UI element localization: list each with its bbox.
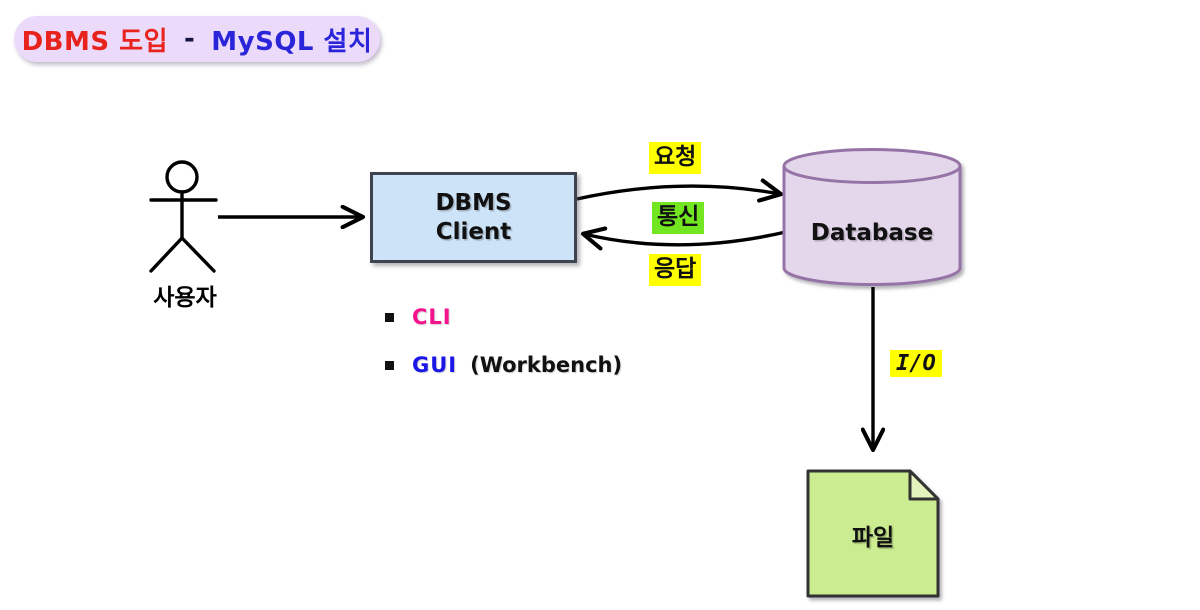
communication-label: 통신 xyxy=(652,202,705,234)
response-label: 응답 xyxy=(649,254,702,286)
list-item: GUI (Workbench) xyxy=(385,351,622,379)
list-item: CLI xyxy=(385,303,622,331)
request-arrow xyxy=(576,178,784,203)
database-cylinder-top xyxy=(782,148,962,184)
square-bullet-icon xyxy=(385,360,394,370)
actor-label: 사용자 xyxy=(153,285,217,311)
database-label: Database xyxy=(810,220,934,246)
stick-figure-head xyxy=(165,160,199,194)
slide-title: DBMS 도입 - MySQL 설치 xyxy=(14,16,380,62)
file-shape xyxy=(806,469,940,598)
title-part1: DBMS 도입 xyxy=(21,26,168,57)
user-stick-figure-icon xyxy=(149,160,218,273)
response-arrow xyxy=(580,226,791,251)
client-types-list: CLI GUI (Workbench) xyxy=(385,303,622,379)
database-cylinder xyxy=(782,148,962,286)
title-separator: - xyxy=(183,24,196,54)
gui-suffix: (Workbench) xyxy=(470,353,623,377)
stick-figure-right-leg xyxy=(180,236,216,273)
file-body xyxy=(806,469,940,598)
file-fold-corner xyxy=(908,469,940,501)
database-cylinder-body xyxy=(782,166,962,286)
request-label: 요청 xyxy=(649,142,702,174)
square-bullet-icon xyxy=(385,312,394,322)
stick-figure-left-leg xyxy=(149,236,184,273)
io-label: I/O xyxy=(890,350,942,377)
dbms-client-box: DBMS Client xyxy=(370,172,577,263)
client-box-line2: Client xyxy=(435,218,512,245)
title-part2: MySQL 설치 xyxy=(211,26,373,57)
gui-term: GUI xyxy=(412,353,458,377)
cli-term: CLI xyxy=(412,305,452,329)
file-label: 파일 xyxy=(851,525,895,551)
client-box-line1: DBMS xyxy=(435,189,512,216)
